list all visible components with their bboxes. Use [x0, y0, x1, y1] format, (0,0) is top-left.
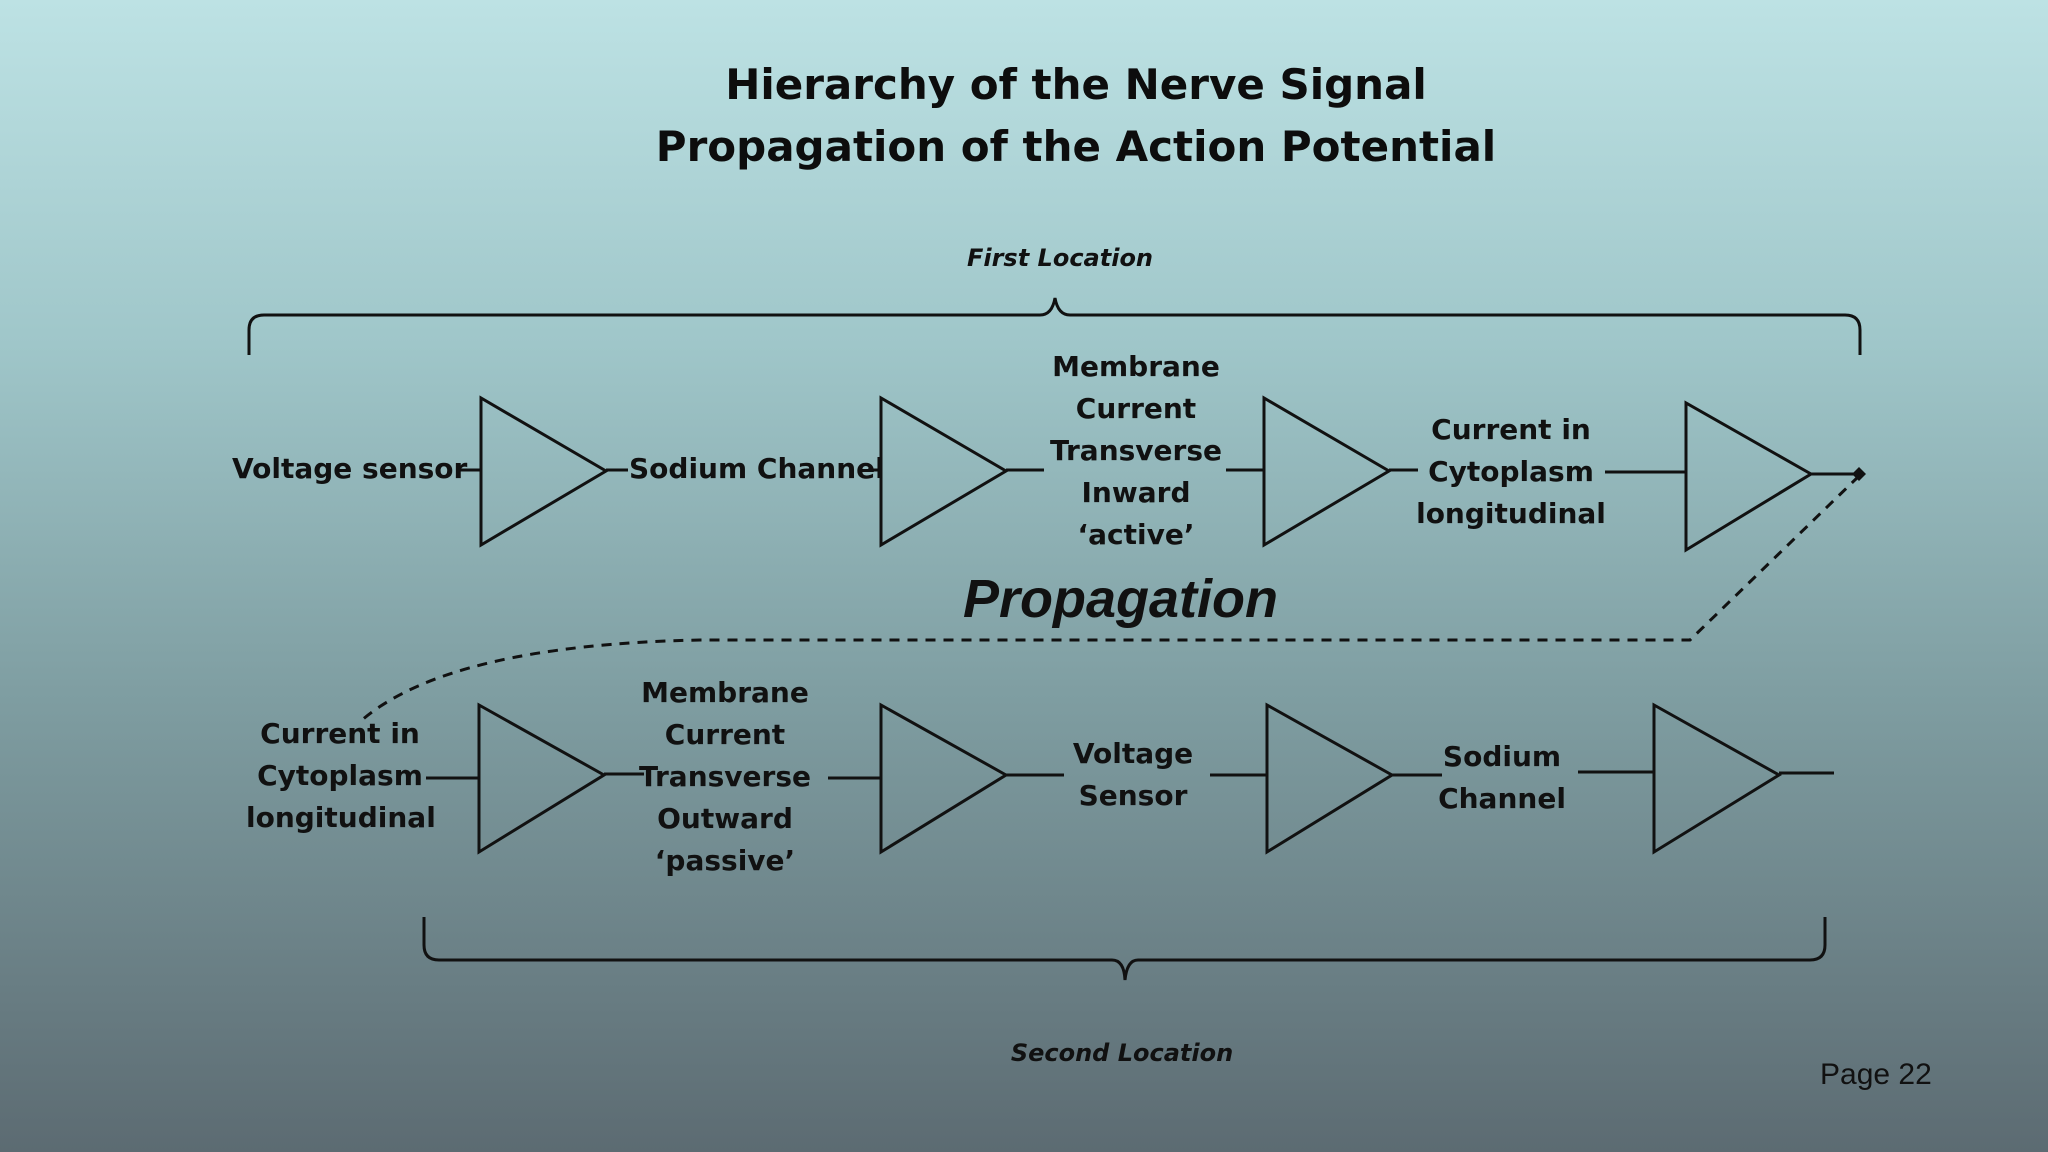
first-location-brace: [247, 297, 1862, 355]
amplifier-2-1: [477, 702, 607, 855]
endpoint-marker: [1852, 467, 1866, 481]
propagation-label: Propagation: [963, 569, 1279, 629]
second-location-label: Second Location: [1010, 1039, 1234, 1067]
amplifier-2-2: [879, 702, 1009, 855]
amplifier-2-3: [1265, 702, 1395, 855]
page-number: Page 22: [1820, 1058, 1932, 1091]
amplifier-2-4: [1652, 702, 1782, 855]
amplifier-1-1: [479, 395, 609, 548]
second-location-brace: [422, 917, 1827, 981]
amplifier-1-2: [879, 395, 1009, 548]
first-location-label: First Location: [966, 244, 1154, 272]
row1-cytoplasm-current-label: Current in Cytoplasm longitudinal: [1416, 413, 1606, 530]
row2-voltage-sensor-label: Voltage Sensor: [1072, 737, 1194, 812]
propagation-dashed-path: [361, 474, 1861, 722]
amplifier-1-4: [1684, 400, 1814, 553]
amplifier-1-3: [1262, 395, 1392, 548]
title-line-1: Hierarchy of the Nerve Signal: [725, 60, 1427, 109]
title-line-2: Propagation of the Action Potential: [655, 122, 1497, 171]
row2-sodium-channel-label: Sodium Channel: [1438, 740, 1566, 815]
row2-membrane-current-label: Membrane Current Transverse Outward ‘pas…: [638, 676, 812, 877]
row1-voltage-sensor-label: Voltage sensor: [232, 452, 468, 485]
row2-cytoplasm-current-label: Current in Cytoplasm longitudinal: [246, 717, 436, 834]
row1-membrane-current-label: Membrane Current Transverse Inward ‘acti…: [1049, 350, 1223, 551]
row1-sodium-channel-label: Sodium Channel: [629, 452, 885, 485]
